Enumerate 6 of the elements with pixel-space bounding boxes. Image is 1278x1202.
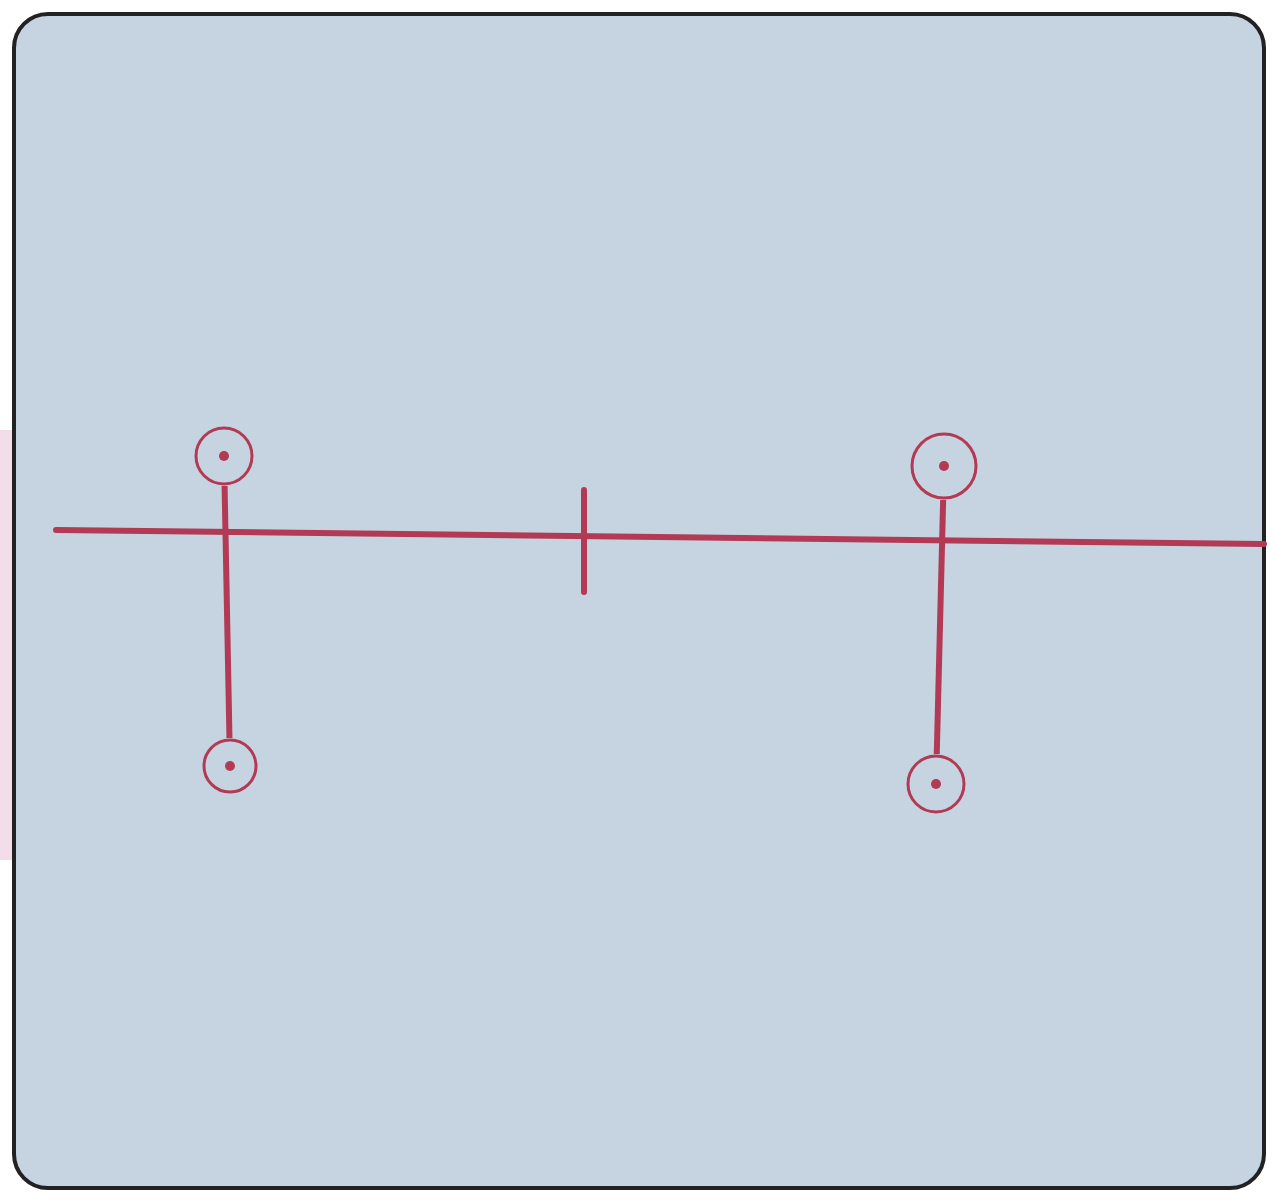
circle-node <box>910 432 978 500</box>
circle-node <box>202 738 258 794</box>
connector-line <box>221 485 233 739</box>
circle-node <box>906 754 966 814</box>
connector-line <box>933 499 947 755</box>
circle-node <box>194 426 254 486</box>
